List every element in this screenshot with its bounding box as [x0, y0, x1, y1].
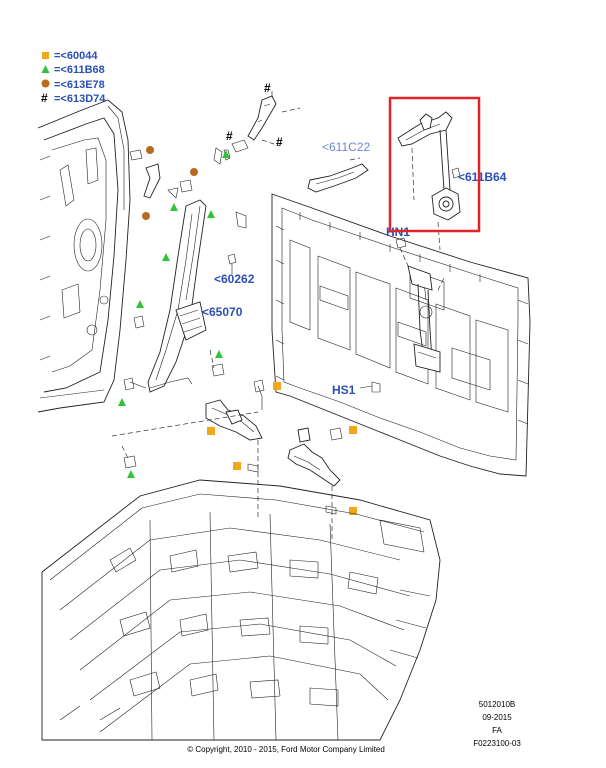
legend: =<60044 =<611B68 =<613E78 # =<613D74	[41, 50, 106, 105]
circle-marker-3	[190, 168, 198, 176]
callout-65070: <65070	[202, 305, 243, 319]
copyright-text: © Copyright, 2010 - 2015, Ford Motor Com…	[187, 745, 385, 754]
leader-lines	[111, 349, 333, 540]
upper-anchor-bracket: # # #	[223, 81, 301, 161]
b-pillar-belt-trim	[129, 199, 207, 393]
legend-hash-text: =<613D74	[54, 93, 106, 105]
legend-triangle-text: =<611B68	[54, 64, 105, 76]
square-marker-5	[349, 507, 357, 515]
legend-square-text: =<60044	[54, 50, 98, 62]
triangle-marker-5	[136, 300, 144, 308]
rear-cab-wall	[271, 193, 531, 477]
floor-pan	[41, 479, 441, 741]
belt-guide-611c22: <611C22	[307, 140, 370, 193]
cab-side-panel	[37, 99, 131, 413]
triangle-marker-1	[170, 203, 178, 211]
hash-marker-mid: #	[226, 129, 233, 143]
highlight-box	[388, 96, 481, 233]
legend-circle-text: =<613E78	[54, 79, 105, 91]
callout-hs1: HS1	[332, 383, 356, 397]
triangle-marker-4	[162, 253, 170, 261]
left-fasteners	[129, 146, 247, 229]
triangle-marker-2	[222, 150, 230, 158]
hash-marker-right: #	[276, 135, 283, 149]
triangle-marker-8	[127, 470, 135, 478]
circle-marker-1	[146, 146, 154, 154]
legend-square-marker	[42, 52, 49, 59]
buckle-bracket-right	[233, 426, 357, 515]
center-belt-on-wall	[407, 265, 445, 373]
legend-circle-marker	[41, 79, 50, 88]
square-marker-4	[233, 462, 241, 470]
triangle-marker-7	[118, 398, 126, 406]
legend-hash-marker: #	[41, 91, 48, 105]
square-marker-3	[349, 426, 357, 434]
triangle-marker-3	[207, 210, 215, 218]
info-line-1: 5012010B	[479, 700, 515, 709]
buckle-bracket-left	[205, 379, 281, 441]
info-line-4: F0223100-03	[473, 739, 521, 748]
square-marker-1	[273, 382, 281, 390]
center-belt-retractor: <611B64	[397, 111, 507, 251]
fastener-60262: <60262	[214, 253, 255, 286]
square-marker-2	[207, 427, 215, 435]
fastener-hs1: HS1	[332, 381, 381, 397]
circle-marker-2	[142, 212, 150, 220]
info-block: 5012010B 09-2015 FA F0223100-03	[473, 700, 521, 748]
triangle-marker-6	[215, 350, 223, 358]
hash-marker-top: #	[264, 81, 271, 95]
callout-60262: <60262	[214, 272, 255, 286]
callout-611c22: <611C22	[322, 140, 370, 154]
legend-triangle-marker	[41, 65, 50, 73]
info-line-3: FA	[492, 726, 502, 735]
info-line-2: 09-2015	[482, 713, 512, 722]
callout-611b64: <611B64	[458, 170, 507, 184]
